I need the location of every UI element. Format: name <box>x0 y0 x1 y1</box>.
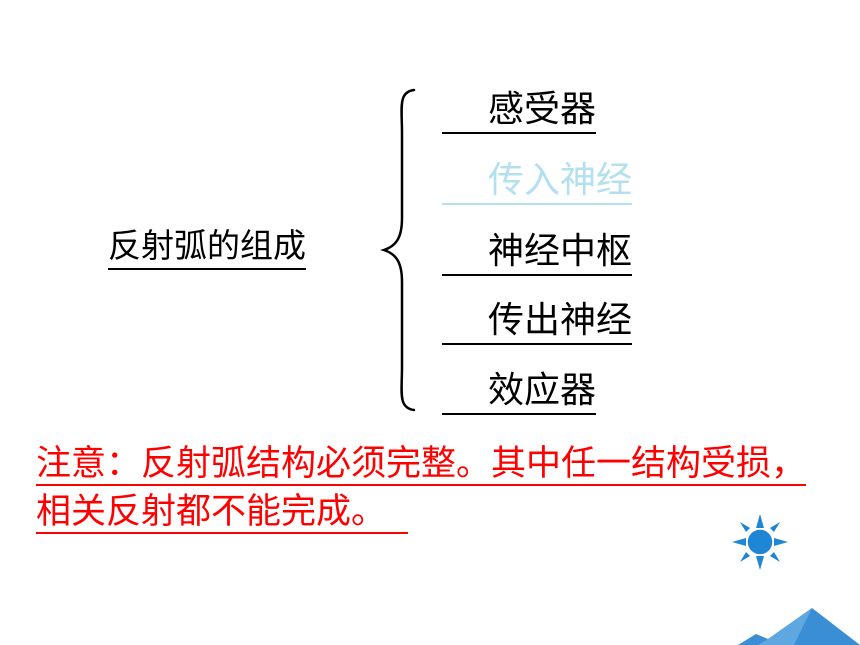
main-label: 反射弧的组成 <box>108 226 306 270</box>
component-nerve-center: 神经中枢 <box>442 230 633 276</box>
mountain-icon <box>738 608 860 645</box>
component-effector: 效应器 <box>442 369 597 415</box>
component-receptor: 感受器 <box>442 88 597 134</box>
sun-icon <box>732 514 788 570</box>
component-efferent-nerve: 传出神经 <box>442 299 633 345</box>
note-text: 注意：反射弧结构必须完整。其中任一结构受损，相关反射都不能完成。 <box>36 444 807 534</box>
brace-icon <box>380 88 416 412</box>
component-afferent-nerve: 传入神经 <box>442 159 633 205</box>
